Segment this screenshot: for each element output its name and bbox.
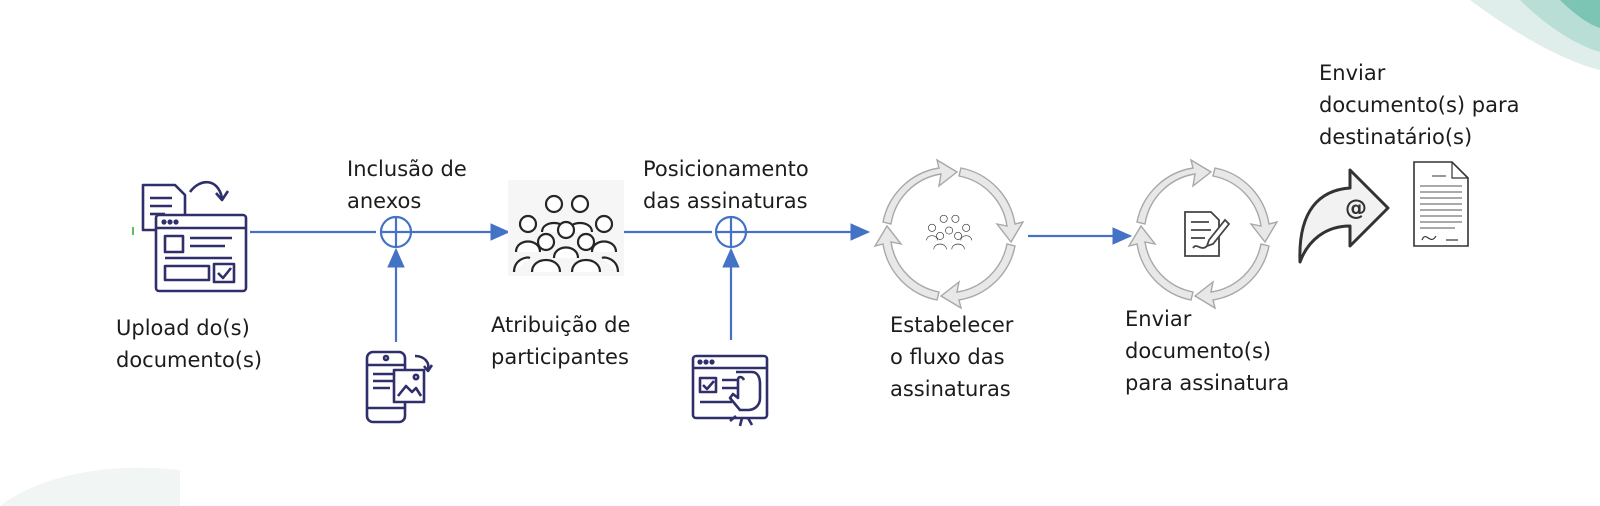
- junction-circle-signatures: [714, 215, 748, 249]
- label-upload-documents: Upload do(s) documento(s): [116, 316, 263, 372]
- participants-group-icon: [508, 180, 624, 276]
- bottom-left-decoration: [0, 467, 180, 506]
- email-send-arrow-icon: @: [1298, 168, 1390, 264]
- row-front: [512, 232, 620, 273]
- connectors: [250, 223, 1133, 342]
- label-establish-flow: Estabelecer o fluxo das assinaturas: [890, 313, 1014, 401]
- workflow-cycle-icon: [873, 158, 1025, 310]
- label-send-for-signature: Enviar documento(s) para assinatura: [1125, 307, 1290, 395]
- svg-text:@: @: [1345, 196, 1367, 221]
- label-assign-participants: Atribuição de participantes: [491, 313, 631, 369]
- send-signature-cycle-icon: [1127, 158, 1279, 310]
- label-send-to-recipients: Enviar documento(s) para destinatário(s): [1319, 61, 1520, 149]
- signed-document-icon: [1413, 161, 1469, 247]
- top-right-decoration: [1470, 0, 1600, 70]
- row-middle: [514, 214, 618, 259]
- junction-circle-attachments: [379, 215, 413, 249]
- label-include-attachments: Inclusão de anexos: [347, 157, 467, 213]
- mobile-attachment-icon: [365, 350, 434, 424]
- signature-placement-icon: [691, 354, 769, 427]
- document-upload-icon: [141, 180, 248, 293]
- label-position-signatures: Posicionamento das assinaturas: [643, 157, 809, 213]
